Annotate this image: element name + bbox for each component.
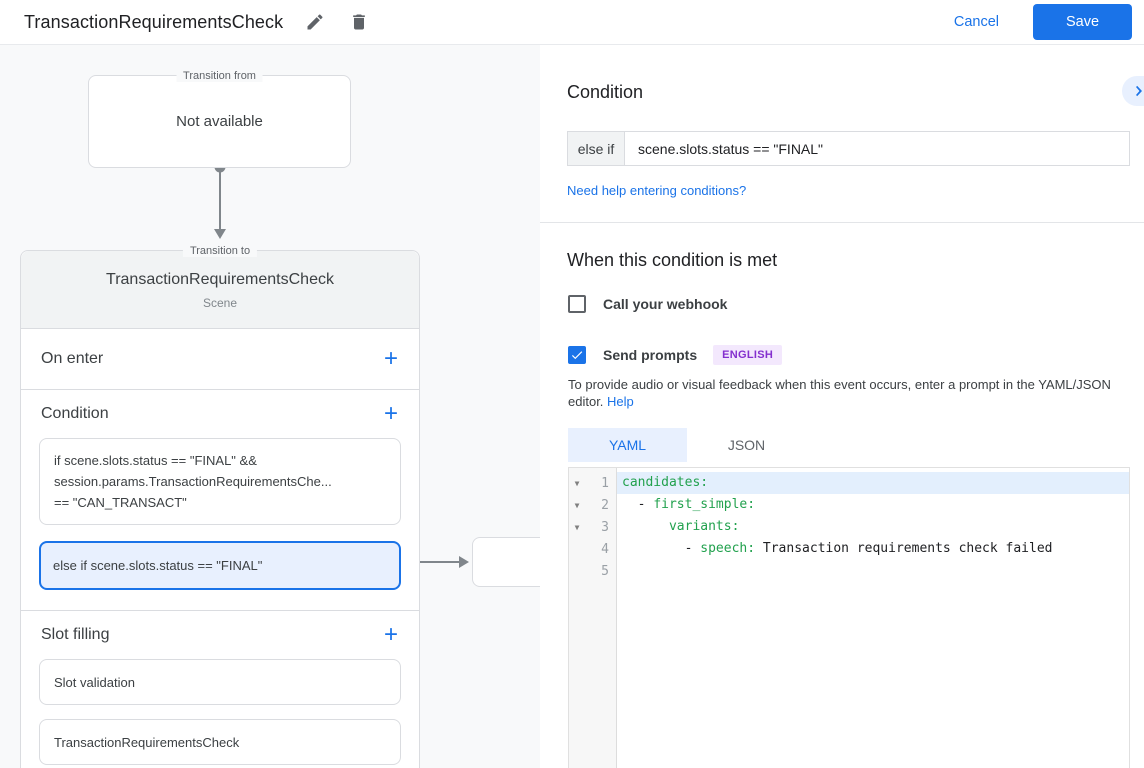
add-condition-button[interactable]: +	[383, 400, 398, 427]
help-link[interactable]: Help	[607, 394, 634, 409]
transition-target-node[interactable]	[472, 537, 540, 587]
cancel-button[interactable]: Cancel	[953, 14, 999, 30]
on-enter-label: On enter	[41, 350, 104, 367]
add-slot-button[interactable]: +	[383, 621, 398, 648]
condition-item-selected[interactable]: else if scene.slots.status == "FINAL"	[39, 541, 401, 590]
transition-from-label: Transition from	[176, 70, 263, 82]
condition-expression-input[interactable]	[625, 132, 1129, 165]
fold-arrow-icon[interactable]: ▼	[574, 522, 580, 532]
transition-from-value: Not available	[176, 113, 263, 130]
language-badge: ENGLISH	[713, 345, 783, 365]
delete-icon[interactable]	[347, 10, 371, 34]
line-number: 3	[601, 519, 609, 535]
transition-from-node[interactable]: Transition from Not available	[88, 70, 351, 168]
scene-card-header[interactable]: TransactionRequirementsCheck Scene	[21, 251, 419, 329]
scene-card-title: TransactionRequirementsCheck	[106, 271, 334, 288]
fold-arrow-icon[interactable]: ▼	[574, 500, 580, 510]
page-title: TransactionRequirementsCheck	[24, 11, 284, 32]
code-line[interactable]: candidates:	[617, 472, 1129, 494]
webhook-checkbox[interactable]	[568, 295, 586, 313]
line-number: 4	[601, 541, 609, 557]
on-enter-section: On enter +	[21, 329, 419, 390]
slot-filling-label: Slot filling	[41, 626, 110, 643]
scene-card-subtitle: Scene	[202, 296, 238, 310]
line-number: 2	[601, 497, 609, 513]
flow-canvas: Transition from Not available Transition…	[0, 45, 540, 768]
editor-tabs: YAML JSON	[568, 428, 806, 462]
send-prompts-row: Send prompts ENGLISH	[568, 345, 783, 365]
condition-section-label: Condition	[41, 405, 109, 422]
editor-code-area[interactable]: candidates: - first_simple: variants: - …	[617, 468, 1129, 768]
when-met-heading: When this condition is met	[567, 250, 778, 270]
check-icon	[571, 351, 583, 360]
condition-list: if scene.slots.status == "FINAL" && sess…	[21, 438, 419, 590]
condition-prefix: else if	[568, 132, 625, 165]
code-line[interactable]: - first_simple:	[622, 497, 756, 512]
panel-title: Condition	[567, 82, 644, 102]
slot-item[interactable]: Slot validation	[39, 659, 401, 705]
code-line[interactable]: variants:	[668, 519, 740, 534]
webhook-label: Call your webhook	[603, 296, 728, 312]
collapse-panel-button[interactable]	[1122, 76, 1144, 106]
edit-icon[interactable]	[303, 10, 327, 34]
save-button[interactable]: Save	[1033, 4, 1132, 40]
add-on-enter-button[interactable]: +	[383, 345, 398, 372]
condition-item[interactable]: if scene.slots.status == "FINAL" && sess…	[39, 438, 401, 525]
code-line[interactable]	[617, 560, 1129, 582]
editor-gutter: ▼ 1 ▼ 2 ▼ 3 4 5	[569, 468, 617, 768]
slot-item[interactable]: TransactionRequirementsCheck	[39, 719, 401, 765]
section-divider	[540, 222, 1144, 223]
send-prompts-checkbox[interactable]	[568, 346, 586, 364]
code-line[interactable]: - speech: Transaction requirements check…	[622, 541, 1053, 556]
tab-json[interactable]: JSON	[727, 437, 766, 453]
top-bar: TransactionRequirementsCheck Cancel Save	[0, 0, 1144, 45]
tab-yaml[interactable]: YAML	[568, 428, 687, 462]
line-number: 1	[601, 475, 609, 491]
condition-input-row: else if	[567, 131, 1130, 166]
fold-arrow-icon[interactable]: ▼	[574, 478, 580, 488]
condition-section: Condition + if scene.slots.status == "FI…	[21, 390, 419, 611]
line-number: 5	[601, 563, 609, 579]
scene-card: Transition to TransactionRequirementsChe…	[20, 245, 420, 768]
condition-help-link[interactable]: Need help entering conditions?	[567, 183, 747, 198]
chevron-right-icon	[1136, 85, 1142, 97]
transition-to-label: Transition to	[182, 245, 258, 257]
condition-editor-panel: Condition else if Need help entering con…	[540, 45, 1144, 768]
yaml-code-editor[interactable]: ▼ 1 ▼ 2 ▼ 3 4 5 candidates: - first_simple: var…	[568, 467, 1130, 768]
send-prompts-label: Send prompts	[603, 347, 698, 363]
prompts-description: To provide audio or visual feedback when…	[568, 377, 1111, 409]
webhook-row: Call your webhook	[568, 295, 727, 313]
